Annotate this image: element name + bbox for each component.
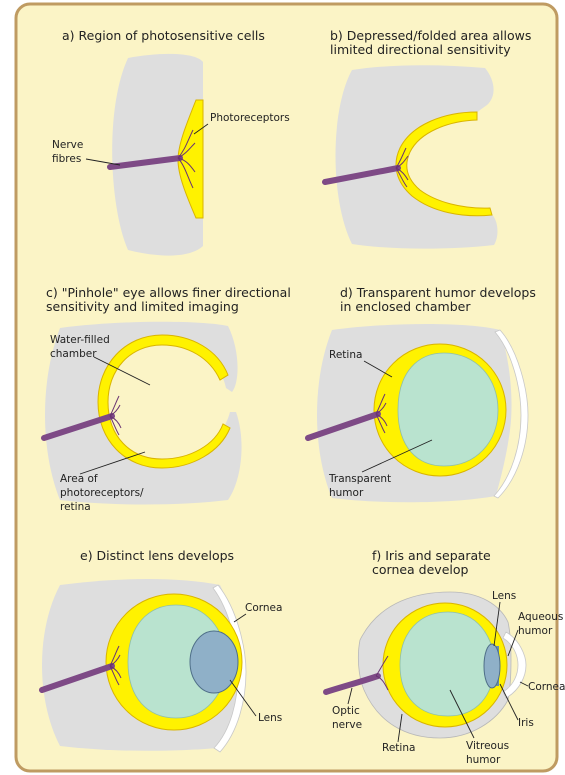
- panel-a-label-fibres: fibres: [52, 153, 81, 165]
- panel-c-label-retina: retina: [60, 501, 91, 513]
- panel-c-label-water-filled: Water-filled: [50, 334, 110, 346]
- panel-e-label-cornea: Cornea: [245, 602, 282, 614]
- panel-d-label-humor: humor: [329, 487, 364, 499]
- panel-f-label-aqueous-humor: humor: [518, 625, 553, 637]
- panel-e-title: e) Distinct lens develops: [80, 548, 234, 563]
- panel-d-title-line: in enclosed chamber: [340, 299, 471, 314]
- panel-f-label-lens: Lens: [492, 590, 516, 602]
- panel-f-label-aqueous: Aqueous: [518, 611, 563, 623]
- panel-a-label-nerve: Nerve: [52, 139, 83, 151]
- panel-e-lens: [190, 631, 238, 693]
- panel-e-title-line: e) Distinct lens develops: [80, 548, 234, 563]
- panel-b-title-line: limited directional sensitivity: [330, 42, 511, 57]
- panel-b-title-line: b) Depressed/folded area allows: [330, 28, 531, 43]
- panel-a-title-line: a) Region of photosensitive cells: [62, 28, 265, 43]
- panel-f-label-vitreous: Vitreous: [466, 740, 509, 752]
- panel-f-vitreous-humor: [400, 612, 494, 716]
- panel-c-title-line: sensitivity and limited imaging: [46, 299, 239, 314]
- panel-f-label-optic: Optic: [332, 705, 360, 717]
- panel-f-label-optic-nerve: nerve: [332, 719, 362, 731]
- panel-f-label-iris: Iris: [518, 717, 534, 729]
- panel-c-label-area-of: Area of: [60, 473, 98, 485]
- panel-c-title-line: c) "Pinhole" eye allows finer directiona…: [46, 285, 291, 300]
- panel-d-label-transparent: Transparent: [328, 473, 391, 485]
- panel-d-label-retina: Retina: [329, 349, 362, 361]
- panel-b-title: b) Depressed/folded area allows limited …: [330, 28, 535, 57]
- panel-a-label-photoreceptors: Photoreceptors: [210, 112, 290, 124]
- panel-c-label-photoreceptors: photoreceptors/: [60, 487, 144, 499]
- panel-c-label-chamber: chamber: [50, 348, 97, 360]
- panel-f-lens: [484, 644, 500, 688]
- panel-e-label-lens: Lens: [258, 712, 282, 724]
- panel-f-title-line: f) Iris and separate: [372, 548, 491, 563]
- panel-f-label-vitreous-humor: humor: [466, 754, 501, 766]
- panel-f-title-line: cornea develop: [372, 562, 469, 577]
- panel-f-label-cornea: Cornea: [528, 681, 565, 693]
- panel-f-label-retina: Retina: [382, 742, 415, 754]
- panel-a-title: a) Region of photosensitive cells: [62, 28, 265, 43]
- panel-d-title-line: d) Transparent humor develops: [340, 285, 536, 300]
